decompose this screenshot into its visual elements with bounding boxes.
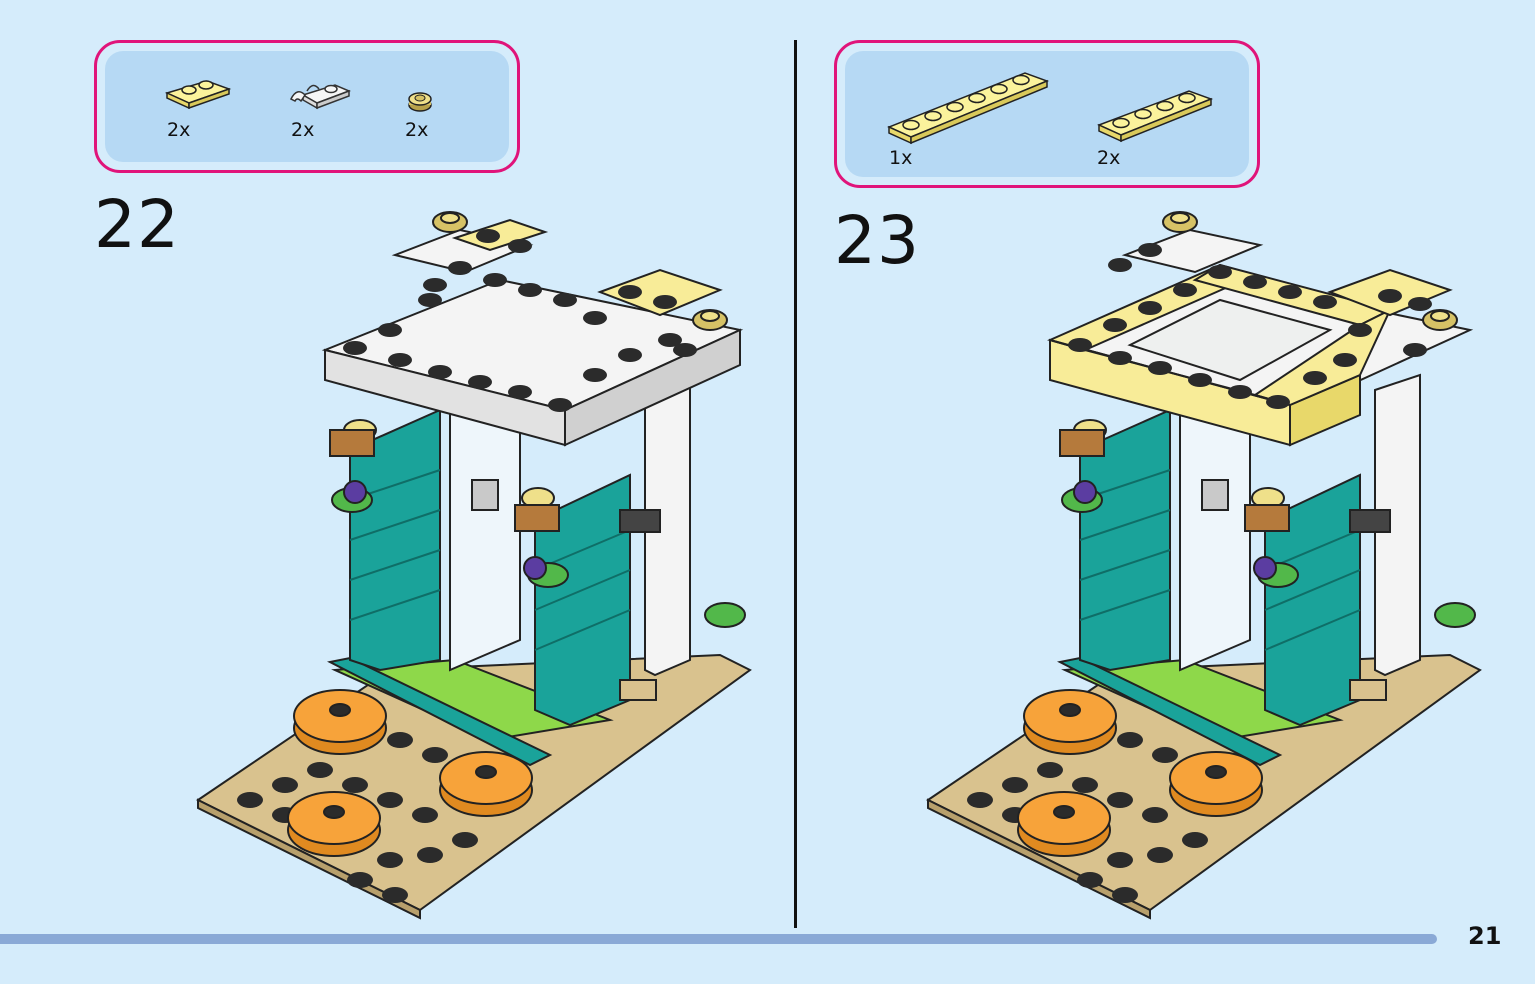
part-qty: 2x (167, 119, 191, 141)
parts-callout-step-23: 1x 2x (834, 40, 1260, 188)
footer-progress-bar (0, 934, 1437, 944)
step-number: 23 (834, 202, 920, 279)
plate-1x6-yellow-icon (885, 65, 1051, 145)
part-qty: 1x (889, 147, 913, 169)
build-illustration-step-23 (920, 200, 1490, 924)
step-number: 22 (94, 186, 180, 263)
round-plate-1x1-gold-icon (407, 91, 433, 113)
plate-1x4-yellow-icon (1095, 85, 1215, 143)
parts-callout-step-22: 2x 2x 2x (94, 40, 520, 173)
parts-callout-inner: 2x 2x 2x (105, 51, 509, 162)
page-number: 21 (1468, 922, 1502, 950)
step-23-panel: 1x 2x 23 (740, 0, 1500, 930)
step-22-panel: 2x 2x 2x (0, 0, 760, 930)
part-qty: 2x (291, 119, 315, 141)
plate-1x2-clip-white-icon (289, 77, 353, 111)
parts-callout-inner: 1x 2x (845, 51, 1249, 177)
step-divider (794, 40, 797, 928)
part-qty: 2x (405, 119, 429, 141)
plate-1x2-yellow-icon (163, 75, 233, 109)
part-qty: 2x (1097, 147, 1121, 169)
build-illustration-step-22 (190, 200, 760, 924)
